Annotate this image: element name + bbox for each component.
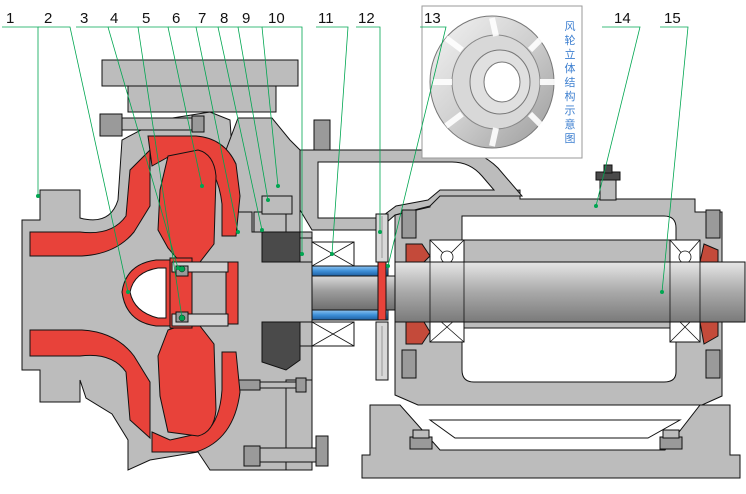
inset-caption: 风 轮 立 体 结 构 示 意 图 xyxy=(565,20,576,145)
caption-char: 示 xyxy=(565,104,576,117)
leader-1 xyxy=(2,26,39,196)
fan-wheel-3d xyxy=(429,15,556,149)
label-1: 1 xyxy=(6,10,14,27)
label-7: 7 xyxy=(198,10,206,27)
leader-dots xyxy=(36,184,664,320)
part-labels: 1 2 3 4 5 6 7 8 9 10 11 12 13 14 15 xyxy=(6,10,681,27)
leader-11 xyxy=(316,26,349,255)
caption-char: 意 xyxy=(565,117,576,131)
label-11: 11 xyxy=(318,10,334,27)
caption-char: 结 xyxy=(565,76,576,89)
caption-char: 风 xyxy=(565,20,576,33)
caption-char: 轮 xyxy=(565,33,576,47)
fan-wheel xyxy=(375,213,389,381)
caption-char: 图 xyxy=(565,132,576,145)
leader-lines xyxy=(2,26,689,319)
caption-char: 立 xyxy=(565,47,576,61)
leader-2 xyxy=(38,26,129,293)
caption-char: 体 xyxy=(565,61,576,75)
label-2: 2 xyxy=(44,10,52,27)
leader-13 xyxy=(387,26,447,267)
leader-12 xyxy=(356,26,381,232)
label-9: 9 xyxy=(242,10,250,27)
label-12: 12 xyxy=(358,10,375,27)
label-15: 15 xyxy=(664,10,681,27)
caption-char: 构 xyxy=(565,89,576,103)
leader-10 xyxy=(262,26,303,254)
inset-panel: 风 轮 立 体 结 构 示 意 图 xyxy=(421,5,583,159)
label-5: 5 xyxy=(142,10,150,27)
leader-15 xyxy=(660,26,689,293)
label-14: 14 xyxy=(614,10,631,27)
label-8: 8 xyxy=(220,10,228,27)
label-6: 6 xyxy=(172,10,180,27)
label-3: 3 xyxy=(80,10,88,27)
bearing-frame xyxy=(299,149,741,479)
label-13: 13 xyxy=(424,10,441,27)
label-10: 10 xyxy=(268,10,285,27)
label-4: 4 xyxy=(110,10,118,27)
leader-14 xyxy=(595,26,641,207)
